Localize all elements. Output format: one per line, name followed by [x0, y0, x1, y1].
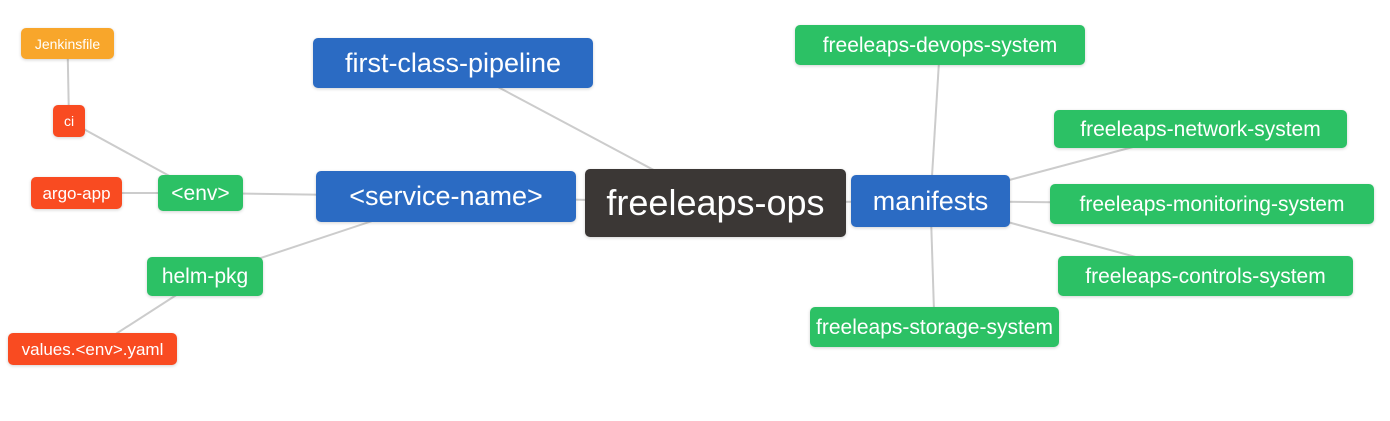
node-freeleaps-monitoring-system[interactable]: freeleaps-monitoring-system [1050, 184, 1374, 224]
node-helm-pkg[interactable]: helm-pkg [147, 257, 263, 296]
node-label: freeleaps-controls-system [1085, 264, 1326, 288]
node-argo-app[interactable]: argo-app [31, 177, 122, 209]
node-manifests[interactable]: manifests [851, 175, 1010, 227]
node-first-class-pipeline[interactable]: first-class-pipeline [313, 38, 593, 88]
node-freeleaps-storage-system[interactable]: freeleaps-storage-system [810, 307, 1059, 347]
node-label: freeleaps-monitoring-system [1079, 192, 1345, 216]
node-label: manifests [872, 185, 989, 216]
node-label: helm-pkg [161, 265, 249, 288]
node-label: freeleaps-devops-system [822, 33, 1058, 57]
node-values-env-yaml[interactable]: values.<env>.yaml [8, 333, 177, 365]
node-label: <env> [171, 181, 230, 205]
node-ci[interactable]: ci [53, 105, 85, 137]
node-label: freeleaps-network-system [1080, 117, 1321, 141]
node-label: argo-app [42, 183, 111, 203]
node-freeleaps-network-system[interactable]: freeleaps-network-system [1054, 110, 1347, 148]
node-label: <service-name> [349, 181, 543, 211]
node-freeleaps-ops[interactable]: freeleaps-ops [585, 169, 846, 237]
node-label: first-class-pipeline [344, 47, 562, 78]
node-freeleaps-devops-system[interactable]: freeleaps-devops-system [795, 25, 1085, 65]
node-service-name[interactable]: <service-name> [316, 171, 576, 222]
node-label: freeleaps-storage-system [816, 315, 1053, 339]
node-freeleaps-controls-system[interactable]: freeleaps-controls-system [1058, 256, 1353, 296]
node-label: ci [63, 113, 75, 129]
node-label: values.<env>.yaml [21, 339, 164, 359]
node-label: freeleaps-ops [606, 182, 825, 223]
node-jenkinsfile[interactable]: Jenkinsfile [21, 28, 114, 59]
node-env[interactable]: <env> [158, 175, 243, 211]
node-label: Jenkinsfile [34, 35, 101, 52]
